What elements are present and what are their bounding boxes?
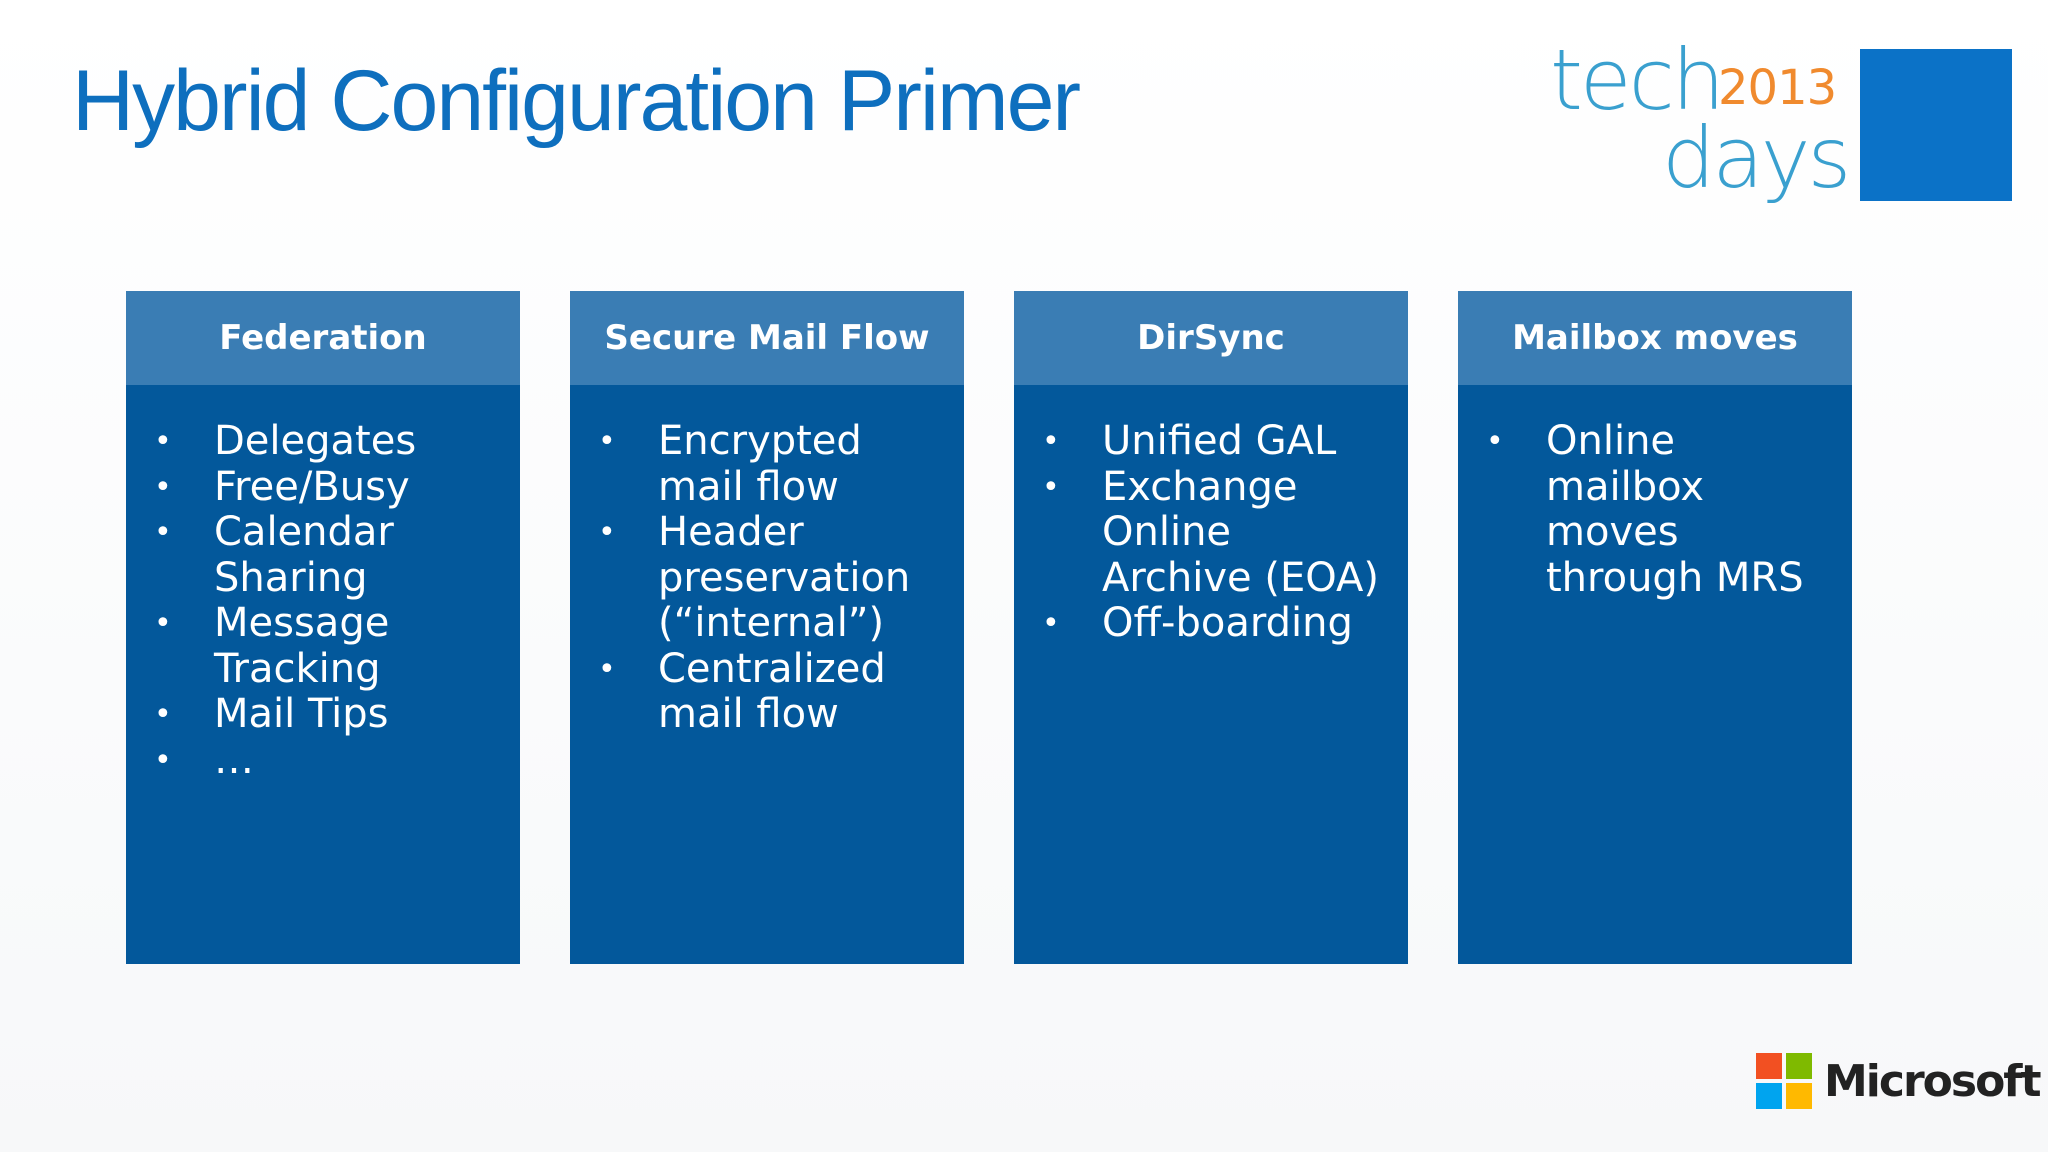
column-header: Secure Mail Flow bbox=[570, 291, 964, 385]
slide-title: Hybrid Configuration Primer bbox=[72, 53, 1081, 149]
techdays-logo: tech 2013 days bbox=[1550, 31, 2012, 208]
list-item: Delegates bbox=[154, 418, 500, 465]
column-header: Mailbox moves bbox=[1458, 291, 1852, 385]
column-bullet-list: Delegates Free/Busy Calendar Sharing Mes… bbox=[126, 385, 520, 783]
column-bullet-list: Encrypted mail flow Header preservation … bbox=[570, 385, 964, 738]
list-item: Encrypted mail flow bbox=[598, 418, 944, 510]
list-item: Free/Busy bbox=[154, 464, 500, 511]
microsoft-logo: Microsoft bbox=[1756, 1052, 2041, 1110]
column-header: DirSync bbox=[1014, 291, 1408, 385]
column-federation: Federation Delegates Free/Busy Calendar … bbox=[126, 291, 520, 964]
list-item: Exchange Online Archive (EOA) bbox=[1042, 464, 1388, 602]
list-item: Centralized mail flow bbox=[598, 646, 944, 738]
logo-year-text: 2013 bbox=[1718, 60, 1837, 116]
list-item: Off-boarding bbox=[1042, 600, 1388, 647]
column-dirsync: DirSync Unified GAL Exchange Online Arch… bbox=[1014, 291, 1408, 964]
list-item: Header preservation (“internal”) bbox=[598, 509, 944, 647]
column-bullet-list: Online mailbox moves through MRS bbox=[1458, 385, 1852, 601]
logo-days-text: days bbox=[1662, 109, 1851, 207]
microsoft-wordmark: Microsoft bbox=[1824, 1055, 2041, 1107]
windows-logo-icon bbox=[1756, 1053, 1812, 1109]
list-item: … bbox=[154, 737, 500, 784]
column-mailbox-moves: Mailbox moves Online mailbox moves throu… bbox=[1458, 291, 1852, 964]
list-item: Mail Tips bbox=[154, 691, 500, 738]
list-item: Message Tracking bbox=[154, 600, 500, 692]
list-item: Calendar Sharing bbox=[154, 509, 500, 601]
column-bullet-list: Unified GAL Exchange Online Archive (EOA… bbox=[1014, 385, 1408, 647]
list-item: Unified GAL bbox=[1042, 418, 1388, 465]
column-secure-mail-flow: Secure Mail Flow Encrypted mail flow Hea… bbox=[570, 291, 964, 964]
logo-tech-text: tech bbox=[1550, 31, 1725, 129]
column-header: Federation bbox=[126, 291, 520, 385]
list-item: Online mailbox moves through MRS bbox=[1486, 418, 1832, 601]
logo-square bbox=[1860, 49, 2012, 201]
